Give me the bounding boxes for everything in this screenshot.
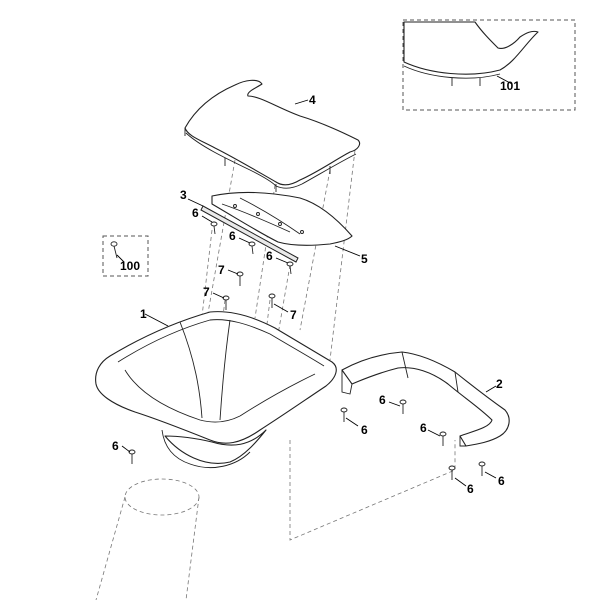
- callout-6-a: 6: [192, 206, 199, 220]
- chute-tube: [95, 478, 200, 600]
- callout-6-e: 6: [361, 423, 368, 437]
- callout-6-h: 6: [467, 482, 474, 496]
- callout-4: 4: [309, 93, 316, 107]
- callout-7-a: 7: [218, 263, 225, 277]
- part-2-bracket: [341, 351, 510, 447]
- screw-icon: [286, 261, 294, 275]
- callout-1: 1: [140, 307, 147, 321]
- inset-box-101: [402, 19, 576, 111]
- screw-icon: [210, 221, 218, 235]
- screw-icon: [222, 295, 230, 310]
- screw-icon: [128, 449, 136, 464]
- callout-6-b: 6: [229, 229, 236, 243]
- callout-5: 5: [361, 252, 368, 266]
- callout-100: 100: [120, 259, 140, 273]
- screw-icon: [248, 241, 256, 255]
- callout-7-c: 7: [290, 308, 297, 322]
- screw-icon: [110, 241, 118, 259]
- screw-icon: [236, 271, 244, 286]
- screw-group: [121, 215, 497, 487]
- screw-icon: [399, 399, 407, 414]
- screw-icon: [478, 461, 486, 476]
- callout-2: 2: [496, 377, 503, 391]
- screw-icon: [340, 407, 348, 422]
- callout-101: 101: [500, 79, 520, 93]
- part-1-hopper: [95, 311, 337, 469]
- part-3-strip: [187, 198, 299, 263]
- callout-3: 3: [180, 188, 187, 202]
- screw-icon: [268, 293, 276, 308]
- callout-6-i: 6: [498, 474, 505, 488]
- callout-6-d: 6: [112, 439, 119, 453]
- screw-icon: [448, 465, 456, 480]
- callout-6-g: 6: [420, 421, 427, 435]
- callout-7-b: 7: [203, 285, 210, 299]
- screw-icon: [439, 431, 447, 446]
- callout-labels: 1 2 3 4 5 6 6 6 6 6 6 6 6 6 7 7 7 100 10…: [112, 79, 520, 496]
- callout-6-f: 6: [379, 393, 386, 407]
- callout-6-c: 6: [266, 249, 273, 263]
- inset-box-100: [102, 235, 149, 277]
- part-5-plate: [211, 191, 361, 257]
- part-4-lid: [184, 79, 361, 192]
